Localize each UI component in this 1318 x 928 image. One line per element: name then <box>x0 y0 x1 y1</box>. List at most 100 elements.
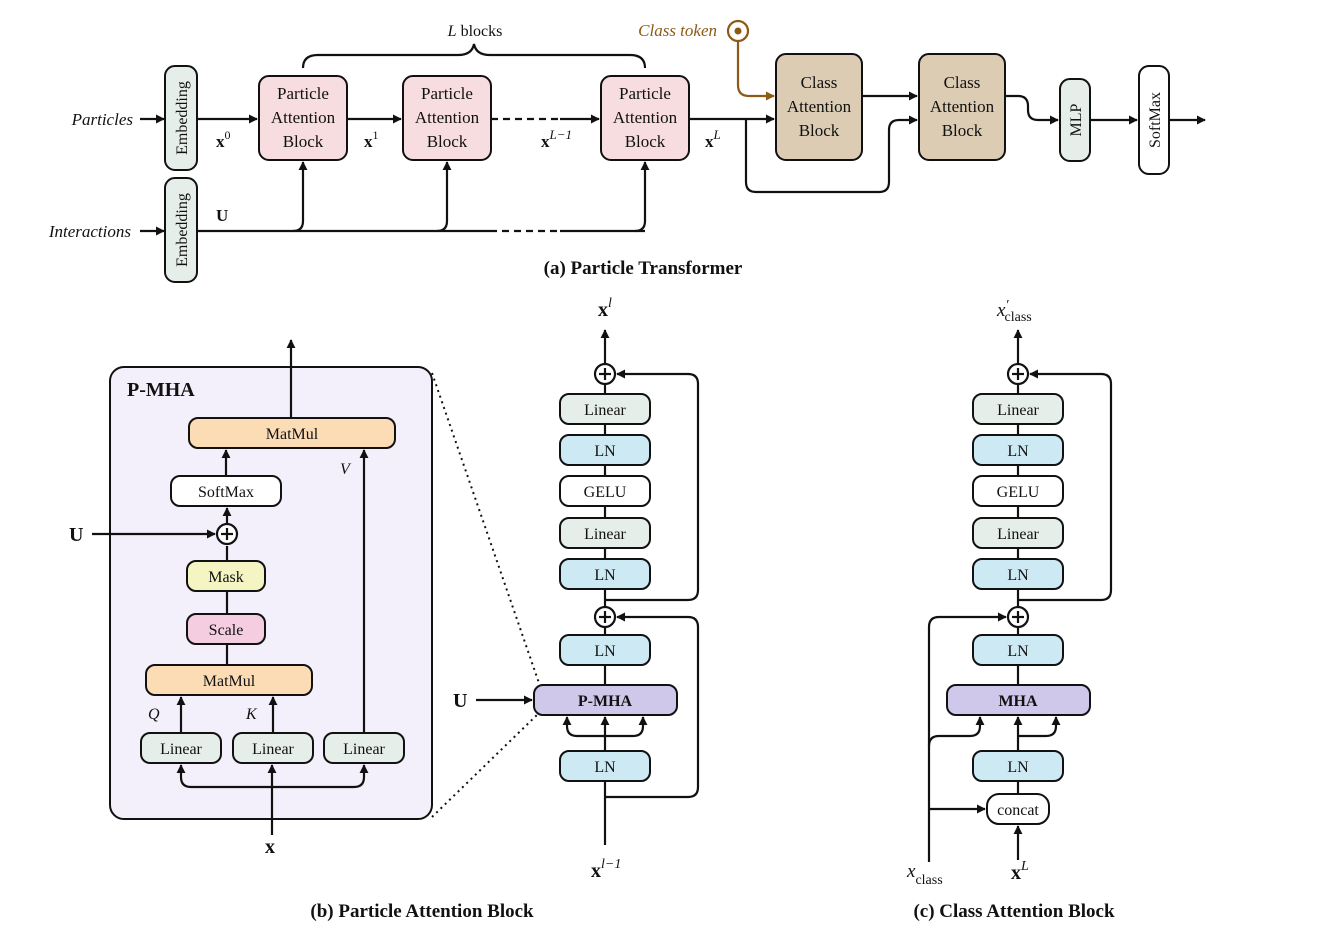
add-node-top-c <box>1006 362 1030 386</box>
x-class-output-label: x′class <box>996 298 1032 325</box>
linear-label: Linear <box>584 526 626 543</box>
cab-line-3: Block <box>942 121 983 140</box>
stack-c-concat: concat <box>986 793 1050 825</box>
u-label-b: U <box>69 524 83 546</box>
add-node-u <box>215 522 239 546</box>
interaction-embedding-box: Embedding <box>164 177 198 283</box>
mlp-label: MLP <box>1068 103 1085 136</box>
class-attention-block-2: Class Attention Block <box>918 53 1006 161</box>
scale-box: Scale <box>186 613 266 645</box>
pab-line-1: Particle <box>421 84 473 103</box>
stack-b-ln-4: LN <box>559 750 651 782</box>
pab-line-2: Attention <box>415 108 480 127</box>
mask-label: Mask <box>208 569 244 586</box>
linear-label: Linear <box>160 741 202 758</box>
linear-label: Linear <box>997 402 1039 419</box>
scale-label: Scale <box>209 622 244 639</box>
ln-label: LN <box>594 443 616 460</box>
particles-input-label: Particles <box>71 110 134 129</box>
ln-label: LN <box>1007 643 1029 660</box>
stack-c-ln-3: LN <box>972 634 1064 666</box>
part-c-class-attention-block: x′class Linear LN GELU Linear <box>906 298 1115 922</box>
l-blocks-label: L blocks <box>447 23 503 40</box>
stack-b-ln-2: LN <box>559 558 651 590</box>
pab-line-3: Block <box>625 132 666 151</box>
add-node-mid-c <box>1006 605 1030 629</box>
bottom-matmul-box: MatMul <box>145 664 313 696</box>
cab-line-1: Class <box>944 73 981 92</box>
pab-line-1: Particle <box>619 84 671 103</box>
embedding-label: Embedding <box>174 193 191 267</box>
softmax-box-b: SoftMax <box>170 475 282 507</box>
matmul-label: MatMul <box>203 673 256 690</box>
cab-line-1: Class <box>801 73 838 92</box>
x1-label: x1 <box>364 128 379 151</box>
ln-label: LN <box>594 567 616 584</box>
xL-input-label-c: xL <box>1011 859 1029 884</box>
class-token-icon <box>726 19 750 43</box>
caption-c: (c) Class Attention Block <box>913 901 1115 922</box>
stack-b-linear-top: Linear <box>559 393 651 425</box>
u-label: U <box>216 206 228 225</box>
stack-c-linear-mid: Linear <box>972 517 1064 549</box>
mlp-box: MLP <box>1059 78 1091 162</box>
cab-line-2: Attention <box>930 97 995 116</box>
class-token-label: Class token <box>638 21 717 40</box>
top-matmul-box: MatMul <box>188 417 396 449</box>
stack-c-ln-1: LN <box>972 434 1064 466</box>
pmha-title: P-MHA <box>127 379 195 401</box>
pab-line-1: Particle <box>277 84 329 103</box>
stack-c-ln-2: LN <box>972 558 1064 590</box>
add-node-top-b <box>593 362 617 386</box>
concat-label: concat <box>997 802 1039 819</box>
stack-c-linear-top: Linear <box>972 393 1064 425</box>
matmul-label: MatMul <box>266 426 319 443</box>
particle-attention-block-2: Particle Attention Block <box>402 75 492 161</box>
xl-1-label: xL−1 <box>541 127 572 151</box>
pmha-label: P-MHA <box>578 693 633 710</box>
pab-line-2: Attention <box>613 108 678 127</box>
part-b-particle-attention-block: P-MHA MatMul SoftMax U Mask Scale <box>69 296 700 922</box>
cab-line-2: Attention <box>787 97 852 116</box>
linear-label: Linear <box>343 741 385 758</box>
part-a-particle-transformer: Particles Interactions Embedding Embeddi… <box>48 19 1206 283</box>
gelu-label: GELU <box>584 484 627 501</box>
stack-c-ln-4: LN <box>972 750 1064 782</box>
linear-k-box: Linear <box>232 732 314 764</box>
x-class-input-label: xclass <box>906 861 943 888</box>
particle-embedding-box: Embedding <box>164 65 198 171</box>
ln-label: LN <box>594 643 616 660</box>
stack-b-gelu: GELU <box>559 475 651 507</box>
pab-line-3: Block <box>283 132 324 151</box>
pab-line-2: Attention <box>271 108 336 127</box>
softmax-label: SoftMax <box>1147 92 1164 148</box>
caption-a: (a) Particle Transformer <box>544 258 743 279</box>
softmax-box: SoftMax <box>1138 65 1170 175</box>
stack-b-ln-1: LN <box>559 434 651 466</box>
xl-1-input-label: xl−1 <box>591 857 621 882</box>
ln-label: LN <box>1007 443 1029 460</box>
x0-label: x0 <box>216 128 231 151</box>
stack-c-gelu: GELU <box>972 475 1064 507</box>
ln-label: LN <box>1007 759 1029 776</box>
mha-label: MHA <box>998 693 1038 710</box>
u-label-b-stack: U <box>453 690 467 712</box>
stack-b-linear-mid: Linear <box>559 517 651 549</box>
particle-attention-block-1: Particle Attention Block <box>258 75 348 161</box>
q-label: Q <box>148 706 160 723</box>
xL-label: xL <box>705 127 721 151</box>
gelu-label: GELU <box>997 484 1040 501</box>
ln-label: LN <box>594 759 616 776</box>
v-label: V <box>340 461 352 478</box>
linear-label: Linear <box>252 741 294 758</box>
stack-b-pmha: P-MHA <box>533 684 678 716</box>
stack-c-mha: MHA <box>946 684 1091 716</box>
l-blocks-brace <box>301 43 647 69</box>
cab-line-3: Block <box>799 121 840 140</box>
xl-output-label: xl <box>598 296 612 321</box>
embedding-label: Embedding <box>174 81 191 155</box>
softmax-label: SoftMax <box>198 484 254 501</box>
particle-attention-block-l: Particle Attention Block <box>600 75 690 161</box>
ln-label: LN <box>1007 567 1029 584</box>
